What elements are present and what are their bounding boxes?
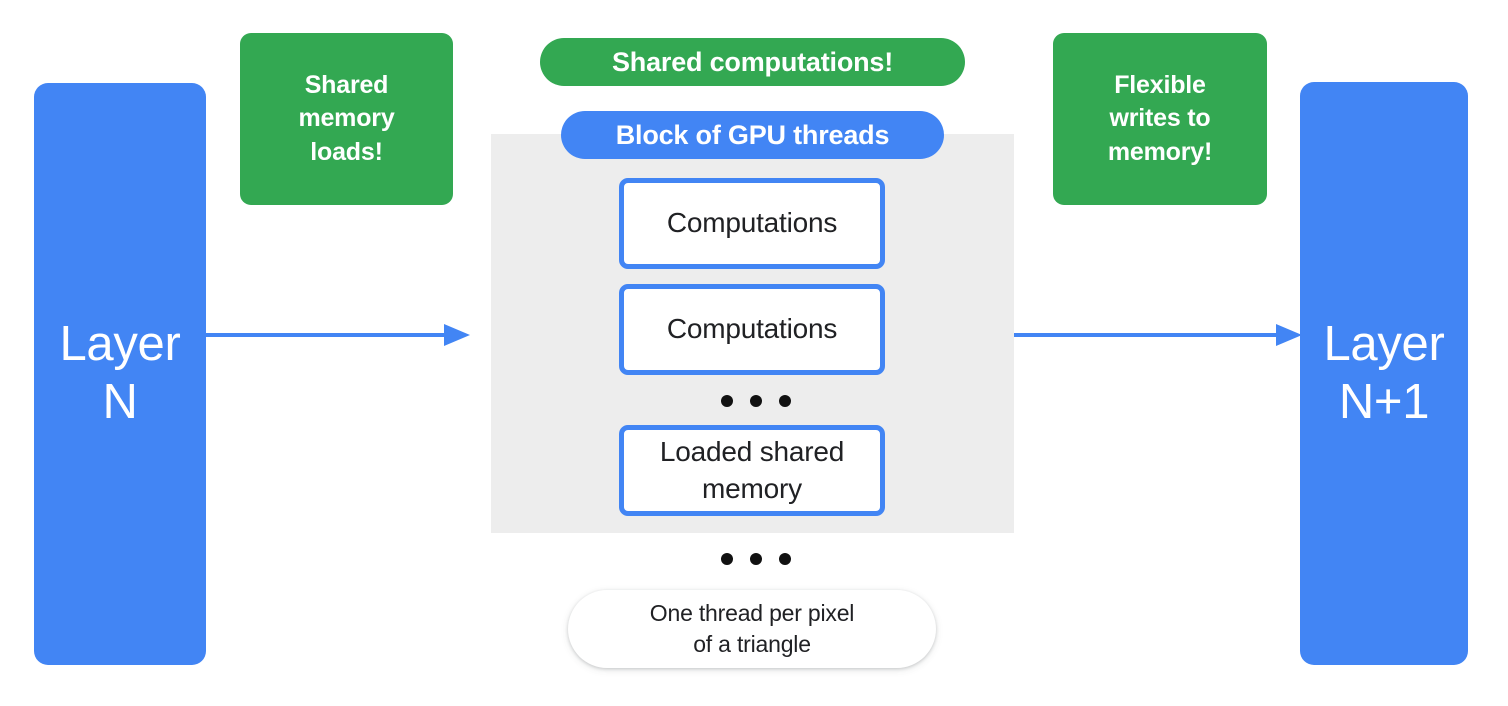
thread-caption-label: One thread per pixel of a triangle	[649, 599, 855, 657]
dot-icon	[721, 553, 733, 565]
thread-box-computations-1: Computations	[619, 178, 885, 269]
layer-np1-label: Layer N+1	[1323, 316, 1445, 429]
callout-shared-memory-loads: Shared memory loads!	[240, 33, 453, 205]
ellipsis-dots-inner	[721, 395, 791, 407]
pill-shared-computations-label: Shared computations!	[611, 46, 894, 77]
dot-icon	[750, 395, 762, 407]
dot-icon	[721, 395, 733, 407]
pill-block-of-gpu-threads: Block of GPU threads	[561, 111, 944, 159]
dot-icon	[779, 395, 791, 407]
arrow-right-icon	[206, 324, 470, 346]
thread-box-computations-2-label: Computations	[666, 313, 838, 345]
layer-np1-box: Layer N+1	[1300, 82, 1468, 665]
layer-n-label: Layer N	[59, 317, 181, 429]
dot-icon	[750, 553, 762, 565]
pill-block-of-gpu-threads-label: Block of GPU threads	[615, 119, 890, 150]
callout-shared-memory-loads-label: Shared memory loads!	[298, 71, 395, 166]
arrow-block-to-layer-np1	[1014, 322, 1302, 348]
thread-caption-bubble: One thread per pixel of a triangle	[568, 590, 936, 668]
ellipsis-dots-outer	[721, 553, 791, 565]
dot-icon	[779, 553, 791, 565]
arrow-layer-n-to-block	[206, 322, 470, 348]
pill-shared-computations: Shared computations!	[540, 38, 965, 86]
arrow-right-icon	[1014, 324, 1302, 346]
callout-flexible-writes-label: Flexible writes to memory!	[1107, 71, 1213, 166]
thread-box-loaded-shared-memory-label: Loaded shared memory	[659, 436, 845, 504]
thread-box-computations-2: Computations	[619, 284, 885, 375]
layer-n-box: Layer N	[34, 83, 206, 665]
thread-box-loaded-shared-memory: Loaded shared memory	[619, 425, 885, 516]
callout-flexible-writes: Flexible writes to memory!	[1053, 33, 1267, 205]
thread-box-computations-1-label: Computations	[666, 207, 838, 239]
